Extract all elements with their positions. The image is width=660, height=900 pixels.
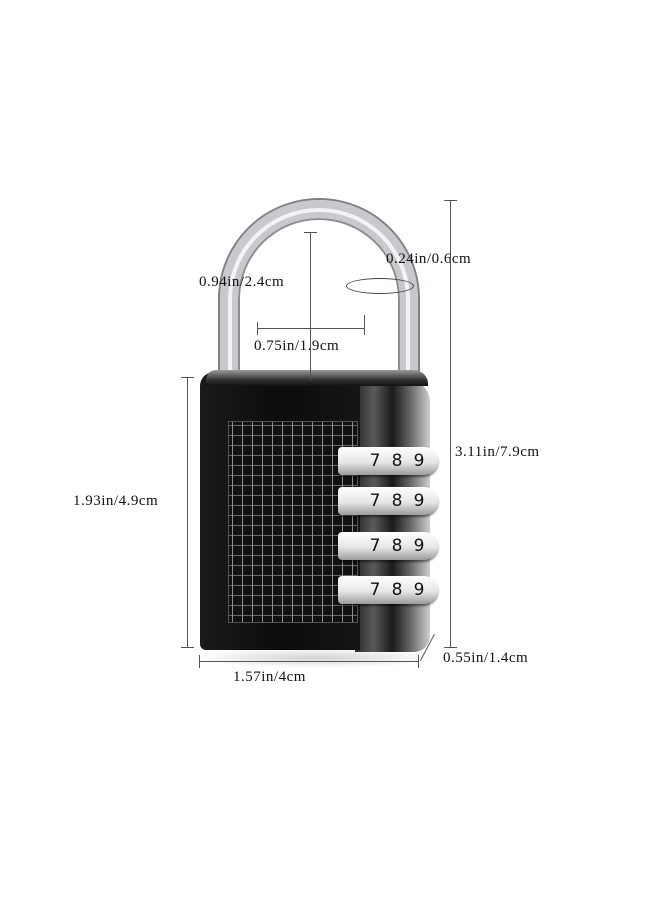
- body-width-line: [199, 661, 419, 662]
- dial-wheel-3[interactable]: 7 8 9: [338, 532, 438, 560]
- lock-body-top: [206, 370, 428, 386]
- dial-digit: 8: [391, 580, 403, 600]
- body-height-line: [187, 377, 188, 647]
- dial-wheel-4[interactable]: 7 8 9: [338, 576, 438, 604]
- shackle-height-label: 0.94in/2.4cm: [199, 274, 285, 290]
- dial-digit: 8: [391, 491, 403, 511]
- tick: [181, 647, 194, 648]
- shackle-width-line: [257, 328, 365, 329]
- shackle-height-line: [310, 232, 311, 380]
- dial-digit: 8: [391, 451, 403, 471]
- lock-shadow: [190, 648, 440, 668]
- dial-digit: 7: [369, 536, 381, 556]
- tick: [199, 655, 200, 668]
- tick: [257, 322, 258, 335]
- tick: [364, 315, 365, 335]
- tick: [304, 232, 317, 233]
- dial-digit: 9: [413, 580, 425, 600]
- total-height-line: [450, 200, 451, 648]
- body-height-label: 1.93in/4.9cm: [73, 493, 159, 509]
- tick: [418, 655, 419, 668]
- shackle-highlight: [228, 208, 410, 398]
- dial-wheel-1[interactable]: 7 8 9: [338, 447, 438, 475]
- dial-digit: 9: [413, 536, 425, 556]
- tick: [444, 647, 457, 648]
- dial-digit: 7: [369, 451, 381, 471]
- shackle-thickness-label: 0.24in/0.6cm: [386, 251, 472, 267]
- dial-digit: 8: [391, 536, 403, 556]
- shackle-inner-width-label: 0.75in/1.9cm: [254, 338, 340, 354]
- dial-digit: 7: [369, 491, 381, 511]
- dial-digit: 9: [413, 491, 425, 511]
- textured-grip-panel: [228, 421, 358, 623]
- body-width-label: 1.57in/4cm: [233, 669, 306, 685]
- dial-digit: 9: [413, 451, 425, 471]
- dial-digit: 7: [369, 580, 381, 600]
- total-height-label: 3.11in/7.9cm: [455, 444, 540, 460]
- thickness-ring-indicator: [346, 278, 414, 294]
- dial-housing: [355, 380, 430, 652]
- dial-wheel-2[interactable]: 7 8 9: [338, 487, 438, 515]
- body-depth-label: 0.55in/1.4cm: [443, 650, 529, 666]
- tick: [181, 377, 194, 378]
- tick: [444, 200, 457, 201]
